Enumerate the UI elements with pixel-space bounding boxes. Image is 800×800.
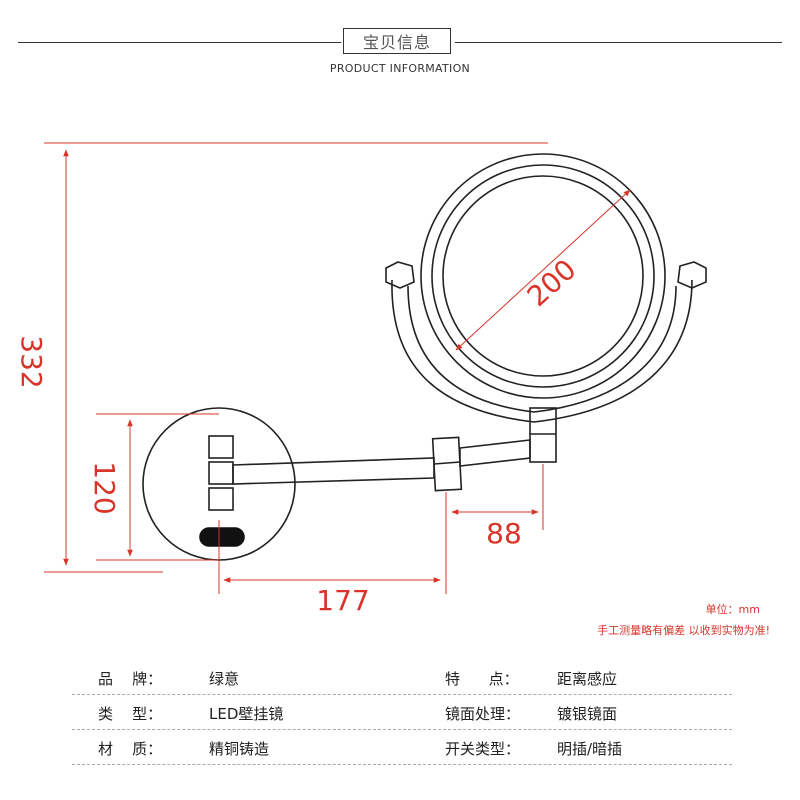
switch-slot: [199, 527, 245, 547]
dim-label-332: 332: [15, 335, 48, 388]
spec-row: 材 质： 精铜铸造 开关类型： 明插/暗插: [72, 730, 732, 765]
measurement-disclaimer: 手工测量略有偏差 以收到实物为准!: [597, 624, 770, 637]
mount-knuckle-top: [208, 435, 234, 459]
mirror-rim-outer: [420, 153, 666, 399]
upper-arm: [459, 439, 531, 467]
spec-label: 品 牌：: [98, 670, 163, 688]
spec-row: 类 型： LED壁挂镜 镜面处理： 镀银镜面: [72, 695, 732, 730]
spec-value: LED壁挂镜: [209, 705, 284, 723]
header-rule-left: [18, 42, 341, 43]
dim-label-120: 120: [88, 461, 121, 514]
yoke-outer: [391, 279, 693, 423]
dim-label-177: 177: [316, 584, 369, 617]
spec-label: 类 型：: [98, 705, 163, 723]
mirror-rim-inner: [431, 164, 655, 388]
spec-row: 品 牌： 绿意 特 点： 距离感应: [72, 660, 732, 695]
yoke-knob-left: [385, 261, 415, 289]
section-title: 宝贝信息: [343, 28, 451, 54]
spec-value: 精铜铸造: [209, 740, 270, 758]
dimension-lines: [44, 142, 631, 594]
lower-arm: [232, 457, 435, 485]
mount-knuckle-bottom: [208, 487, 234, 511]
header-rule-right: [455, 42, 782, 43]
mirror-glass: [442, 175, 644, 377]
mount-knuckle-mid: [208, 461, 234, 485]
spec-label: 镜面处理：: [445, 705, 521, 723]
spec-table: 品 牌： 绿意 特 点： 距离感应 类 型： LED壁挂镜 镜面处理： 镀银镜面…: [72, 660, 732, 765]
spec-value: 绿意: [209, 670, 240, 688]
mirror-product: [142, 153, 707, 561]
pivot-block: [529, 407, 557, 463]
spec-label: 特 点：: [445, 670, 519, 688]
spec-label: 开关类型：: [445, 740, 521, 758]
spec-value: 镀银镜面: [557, 705, 618, 723]
yoke-inner: [407, 285, 677, 413]
dim-label-200: 200: [521, 253, 583, 313]
spec-value: 明插/暗插: [557, 740, 623, 758]
dimension-labels: 332 120 200 177 88: [15, 253, 583, 617]
unit-note: 单位：mm: [705, 603, 760, 616]
spec-label: 材 质：: [98, 740, 163, 758]
spec-value: 距离感应: [557, 670, 618, 688]
section-subtitle: PRODUCT INFORMATION: [329, 62, 471, 75]
dim-line-200: [455, 189, 631, 351]
dim-label-88: 88: [486, 517, 522, 550]
yoke-knob-right: [677, 261, 707, 289]
